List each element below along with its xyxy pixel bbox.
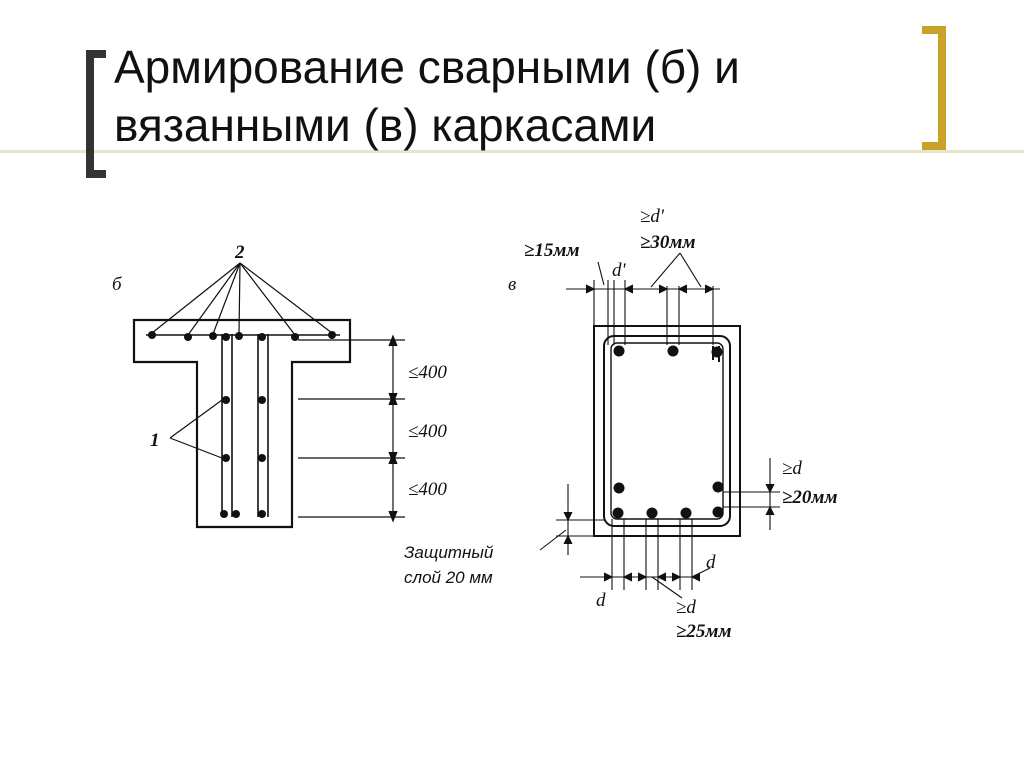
- title-line-1: Армирование сварными (б) и: [114, 41, 740, 93]
- dim-d-prime: d': [612, 260, 627, 281]
- spacing-label-1: ≤400: [408, 362, 447, 383]
- cover-label-line1: Защитный: [404, 543, 494, 562]
- spacing-label-3: ≤400: [408, 479, 447, 500]
- figure-b-label: б: [112, 274, 123, 295]
- stirrup: [603, 335, 731, 527]
- dim-15mm: ≥15мм: [524, 240, 579, 261]
- tee-section-outline: [132, 318, 352, 529]
- dim-d-right: ≥d: [782, 458, 802, 479]
- dim-30mm: ≥30мм: [640, 232, 695, 253]
- decorative-line: [0, 150, 1024, 153]
- spacing-label-2: ≤400: [408, 421, 447, 442]
- dim-20mm: ≥20мм: [782, 487, 837, 508]
- flange-rebars: [148, 331, 336, 341]
- figure-b-tee-beam: б: [112, 242, 447, 529]
- left-bracket-decoration: [86, 50, 106, 178]
- title-line-2: вязанными (в) каркасами: [114, 99, 657, 151]
- dim-d-bottom-right: d: [706, 552, 716, 573]
- dim-d-prime-top: ≥d': [640, 206, 665, 227]
- figure-v-label: в: [508, 274, 516, 295]
- dim-d-bottom-left: d: [596, 590, 606, 611]
- label-2: 2: [234, 242, 245, 263]
- figure-v-rect-section: в: [404, 206, 837, 642]
- section-rebars: [612, 345, 724, 519]
- label-1: 1: [150, 430, 160, 451]
- web-rebars: [220, 333, 266, 518]
- dim-d-bottom: ≥d: [676, 597, 696, 618]
- dim-25mm: ≥25мм: [676, 621, 731, 642]
- right-bracket-decoration: [922, 26, 946, 150]
- slide-title: Армирование сварными (б) и вязанными (в)…: [114, 38, 914, 154]
- cover-label-line2: слой 20 мм: [404, 568, 493, 587]
